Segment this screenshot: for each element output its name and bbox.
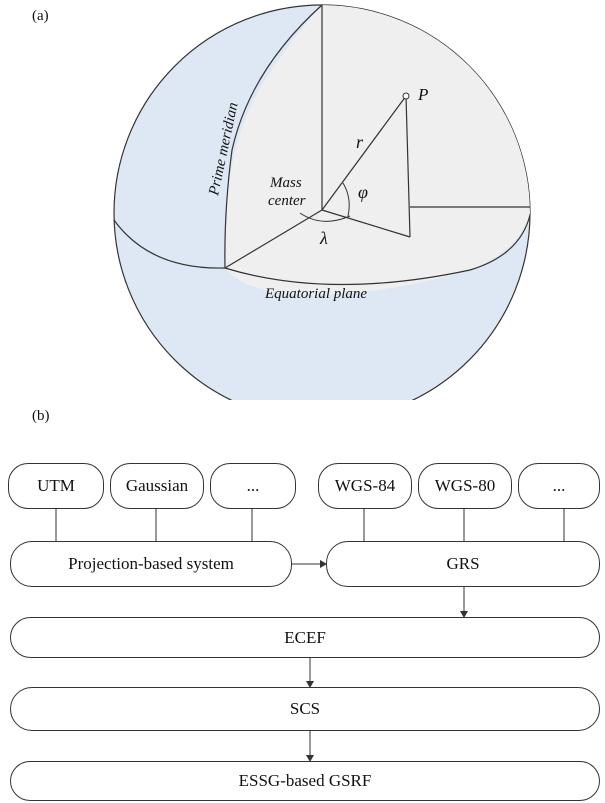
box-essg-gsrf: ESSG-based GSRF: [10, 761, 600, 801]
meridian-plane: [224, 5, 322, 268]
cutaway-region: [322, 5, 530, 213]
radius-label: r: [356, 132, 364, 152]
box-wgs80: WGS-80: [418, 463, 512, 509]
mass-center-label-line2: center: [268, 193, 306, 209]
latitude-label: φ: [358, 182, 368, 202]
box-ellipsis-right: ...: [518, 463, 600, 509]
equatorial-plane-label: Equatorial plane: [264, 286, 367, 302]
point-p-label: P: [417, 85, 428, 104]
point-p-marker: [402, 92, 410, 100]
box-gaussian: Gaussian: [110, 463, 204, 509]
latitude-arc: [342, 182, 350, 217]
box-wgs84: WGS-84: [318, 463, 412, 509]
panel-b-label: (b): [32, 408, 50, 424]
box-ellipsis-left: ...: [210, 463, 296, 509]
equator-curve: [113, 214, 531, 286]
p-vertical-line: [405, 95, 411, 238]
box-utm: UTM: [8, 463, 104, 509]
longitude-label: λ: [319, 228, 328, 248]
radius-line: [321, 95, 407, 211]
box-scs: SCS: [10, 687, 600, 731]
prime-meridian-edge: [224, 4, 323, 269]
p-projection-line: [321, 209, 411, 238]
box-ecef: ECEF: [10, 617, 600, 658]
equator-back-line: [224, 209, 323, 269]
panel-a-label: (a): [32, 8, 49, 24]
mass-center-label-line1: Mass: [269, 175, 302, 191]
longitude-arc: [299, 212, 351, 222]
box-projection-based-system: Projection-based system: [10, 541, 292, 587]
box-grs: GRS: [326, 541, 600, 587]
earth-coordinate-diagram: P r φ λ Mass center Prime meridian Equat…: [113, 4, 531, 400]
